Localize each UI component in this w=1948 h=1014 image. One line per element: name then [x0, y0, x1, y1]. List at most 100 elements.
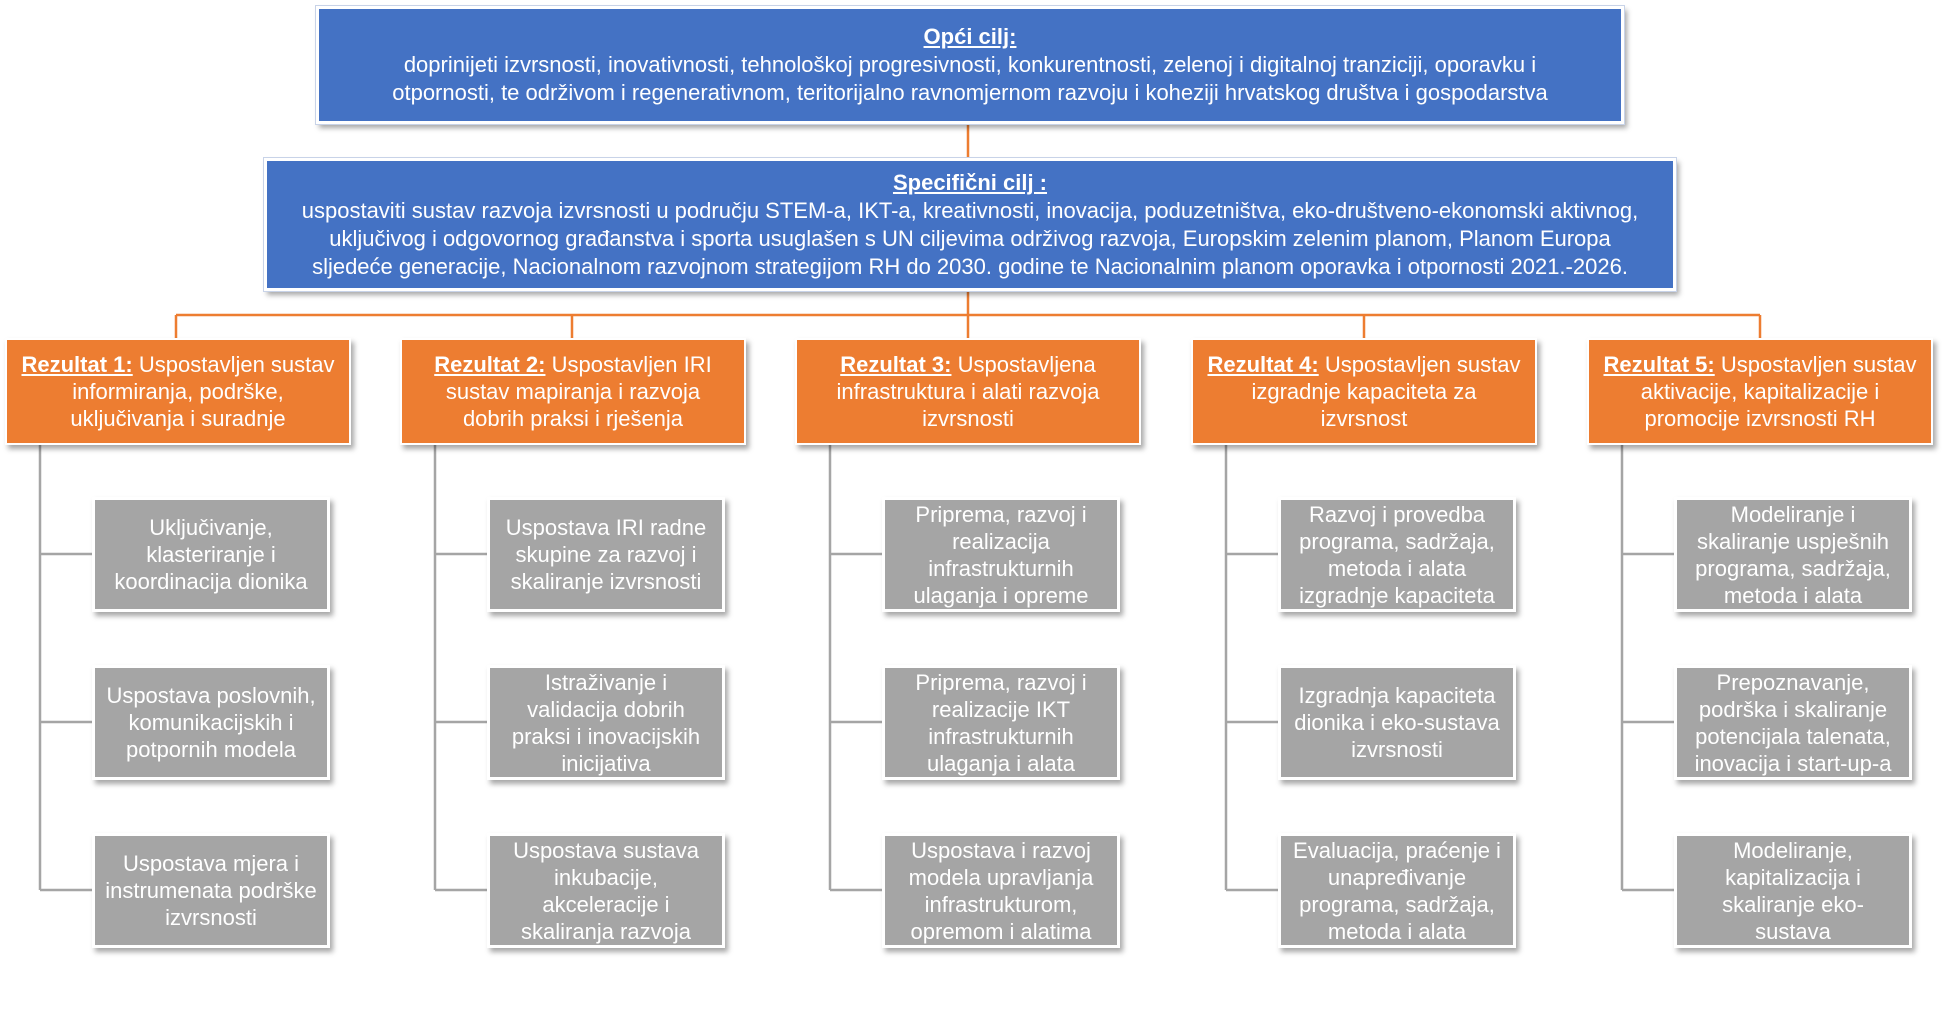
activity-1-3: Uspostava mjera i instrumenata podrške i…	[92, 833, 330, 948]
activity-1-3-line-1: Uspostava mjera i	[122, 851, 300, 876]
result-2-line-2: sustav mapiranja i razvoja	[445, 379, 701, 404]
activity-5-3-line-3: skaliranje eko-sustava	[1722, 891, 1864, 944]
activity-2-1-line-2: skupine za razvoj i	[515, 542, 697, 567]
result-4-line-3: izvrsnost	[1320, 406, 1408, 431]
activity-3-2: Priprema, razvoj i realizacije IKT infra…	[882, 665, 1120, 780]
result-2-box: Rezultat 2: Uspostavljen IRI sustav mapi…	[400, 338, 746, 445]
result-5-line-1: Rezultat 5: Uspostavljen sustav	[1603, 351, 1916, 378]
result-1-line-1: Rezultat 1: Uspostavljen sustav	[21, 351, 334, 378]
result-5-box: Rezultat 5: Uspostavljen sustav aktivaci…	[1587, 338, 1933, 445]
activity-4-1-line-3: metoda i alata	[1327, 555, 1467, 581]
activity-3-2-line-2: realizacije IKT	[931, 696, 1071, 722]
activity-3-1: Priprema, razvoj i realizacija infrastru…	[882, 497, 1120, 612]
result-3-box: Rezultat 3: Uspostavljena infrastruktura…	[795, 338, 1141, 445]
activity-1-2-line-1: Uspostava poslovnih,	[106, 683, 316, 708]
activity-2-1-line-3: skaliranje izvrsnosti	[510, 569, 702, 594]
general-goal-line-1: doprinijeti izvrsnosti, inovativnosti, t…	[403, 52, 1537, 77]
activity-2-3-line-4: skaliranja razvoja	[521, 918, 691, 944]
activity-2-1: Uspostava IRI radne skupine za razvoj i …	[487, 497, 725, 612]
activity-5-1-line-3: programa, sadržaja,	[1695, 555, 1891, 581]
activity-2-2-line-4: inicijativa	[561, 750, 651, 776]
result-2-label: Rezultat 2:	[434, 352, 546, 377]
result-4-line-1: Rezultat 4: Uspostavljen sustav	[1207, 351, 1520, 378]
activity-2-2: Istraživanje i validacija dobrih praksi …	[487, 665, 725, 780]
activity-4-3-line-2: unapređivanje	[1327, 864, 1467, 890]
result-2-line-1: Rezultat 2: Uspostavljen IRI	[434, 351, 712, 378]
activity-5-1: Modeliranje i skaliranje uspješnih progr…	[1674, 497, 1912, 612]
result-4-text-1: Uspostavljen sustav	[1324, 352, 1521, 377]
activity-5-2-line-1: Prepoznavanje,	[1716, 669, 1870, 695]
activity-2-2-line-1: Istraživanje i	[544, 669, 668, 695]
activity-1-3-line-2: instrumenata podrške	[105, 878, 317, 903]
activity-2-3-line-2: inkubacije,	[554, 864, 658, 890]
activity-3-2-line-1: Priprema, razvoj i	[915, 669, 1087, 695]
activity-3-1-line-2: realizacija	[952, 528, 1050, 554]
specific-goal-line-2: uključivog i odgovornog građanstva i spo…	[329, 225, 1611, 251]
specific-goal-title: Specifični cilj :	[892, 169, 1048, 195]
activity-4-1-line-1: Razvoj i provedba	[1308, 501, 1486, 527]
activity-4-2: Izgradnja kapaciteta dionika i eko-susta…	[1278, 665, 1516, 780]
activity-1-1: Uključivanje, klasteriranje i koordinaci…	[92, 497, 330, 612]
result-3-label: Rezultat 3:	[840, 352, 952, 377]
activity-5-2-line-3: potencijala talenata,	[1695, 723, 1891, 749]
connector-group-1	[38, 445, 92, 892]
activity-5-3: Modeliranje, kapitalizacija i skaliranje…	[1674, 833, 1912, 948]
specific-goal-box: Specifični cilj : uspostaviti sustav raz…	[263, 157, 1677, 292]
result-5-line-3: promocije izvrsnosti RH	[1644, 406, 1876, 431]
activity-5-3-line-1: Modeliranje,	[1733, 837, 1853, 863]
general-goal-line-2: otpornosti, te održivom i regenerativnom…	[392, 80, 1548, 105]
activity-4-3-line-4: metoda i alata	[1327, 918, 1467, 944]
activity-5-1-line-2: skaliranje uspješnih	[1697, 528, 1889, 554]
activity-3-1-line-4: ulaganja i opreme	[913, 582, 1089, 608]
activity-3-2-line-3: infrastrukturnih	[928, 723, 1074, 749]
activity-3-1-line-3: infrastrukturnih	[928, 555, 1074, 581]
activity-3-1-line-1: Priprema, razvoj i	[915, 501, 1087, 527]
result-1-text-1: Uspostavljen sustav	[138, 352, 335, 377]
activity-2-3: Uspostava sustava inkubacije, akceleraci…	[487, 833, 725, 948]
result-5-label: Rezultat 5:	[1603, 352, 1715, 377]
result-5-line-2: aktivacije, kapitalizacije i	[1640, 379, 1880, 404]
connector-group-3	[828, 445, 882, 892]
result-5-text-1: Uspostavljen sustav	[1720, 352, 1917, 377]
activity-1-2: Uspostava poslovnih, komunikacijskih i p…	[92, 665, 330, 780]
result-2-line-3: dobrih praksi i rješenja	[462, 406, 684, 431]
result-1-box: Rezultat 1: Uspostavljen sustav informir…	[5, 338, 351, 445]
result-1-line-2: informiranja, podrške,	[72, 379, 284, 404]
activity-5-1-line-4: metoda i alata	[1723, 582, 1863, 608]
activity-4-2-line-2: dionika i eko-sustava	[1294, 710, 1500, 735]
connector-group-5	[1620, 445, 1674, 892]
activity-5-1-line-1: Modeliranje i	[1730, 501, 1856, 527]
activity-4-2-line-3: izvrsnosti	[1351, 737, 1443, 762]
activity-1-3-line-3: izvrsnosti	[165, 905, 257, 930]
result-1-line-3: uključivanja i suradnje	[70, 406, 286, 431]
activity-4-1-line-4: izgradnje kapaciteta	[1299, 582, 1495, 608]
activity-1-1-line-3: koordinacija dionika	[114, 569, 308, 594]
specific-goal-line-3: sljedeće generacije, Nacionalnom razvojn…	[312, 253, 1628, 279]
activity-3-3-line-3: infrastrukturom,	[924, 891, 1078, 917]
activity-4-1: Razvoj i provedba programa, sadržaja, me…	[1278, 497, 1516, 612]
activity-3-3: Uspostava i razvoj modela upravljanja in…	[882, 833, 1120, 948]
activity-4-3-line-1: Evaluacija, praćenje i	[1293, 837, 1501, 863]
activity-1-1-line-1: Uključivanje,	[149, 515, 273, 540]
connector-group-2	[433, 445, 487, 892]
activity-3-3-line-2: modela upravljanja	[908, 864, 1094, 890]
specific-goal-line-1: uspostaviti sustav razvoja izvrsnosti u …	[301, 197, 1639, 223]
activity-5-2-line-2: podrška i skaliranje	[1698, 696, 1888, 722]
activity-2-2-line-3: praksi i inovacijskih	[511, 723, 701, 749]
result-4-box: Rezultat 4: Uspostavljen sustav izgradnj…	[1191, 338, 1537, 445]
activity-1-2-line-3: potpornih modela	[125, 737, 296, 762]
activity-2-3-line-3: akceleracije i	[542, 891, 670, 917]
result-3-text-1: Uspostavljena	[957, 352, 1096, 377]
general-goal-title: Opći cilj:	[923, 24, 1017, 49]
activity-2-3-line-1: Uspostava sustava	[513, 837, 699, 863]
result-3-line-1: Rezultat 3: Uspostavljena	[840, 351, 1096, 378]
activity-4-3-line-3: programa, sadržaja,	[1299, 891, 1495, 917]
activity-2-2-line-2: validacija dobrih	[527, 696, 685, 722]
result-3-line-2: infrastruktura i alati razvoja	[836, 379, 1100, 404]
activity-5-2-line-4: inovacija i start-up-a	[1694, 750, 1892, 776]
activity-1-1-line-2: klasteriranje i	[146, 542, 276, 567]
activity-4-2-line-1: Izgradnja kapaciteta	[1298, 683, 1496, 708]
activity-3-3-line-1: Uspostava i razvoj	[911, 837, 1091, 863]
result-4-label: Rezultat 4:	[1207, 352, 1319, 377]
